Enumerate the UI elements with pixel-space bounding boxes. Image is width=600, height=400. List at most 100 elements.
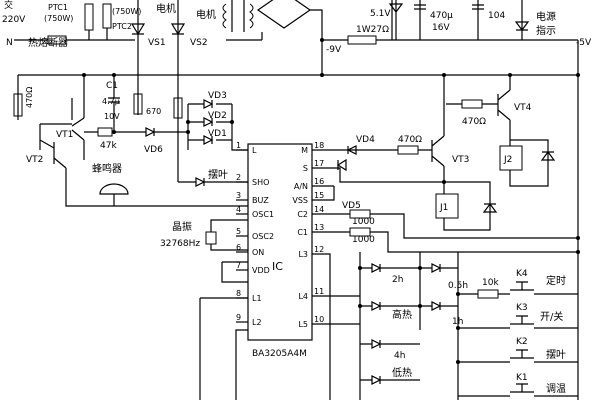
rectifier-out [310, 9, 323, 75]
on-vdd-wires [221, 261, 248, 283]
ic-pin-7-number: 7 [236, 261, 241, 270]
thermal-fuse [47, 35, 67, 45]
vd5-label: VD5 [342, 201, 361, 211]
crystal-freq: 32768Hz [160, 239, 200, 249]
k4-switch[interactable] [510, 281, 534, 291]
pin14-wire [312, 213, 578, 239]
vd6-label: VD6 [144, 145, 163, 155]
led-05h [420, 263, 458, 273]
vd-bus [187, 103, 232, 150]
vt4-transistor [497, 75, 511, 140]
power-led-label: 电源 [536, 10, 556, 23]
pin17-diode [336, 158, 347, 172]
pin17-wire [312, 167, 444, 183]
buzzer-symbol [99, 183, 129, 206]
j2-wires [509, 139, 549, 187]
buzzer-label: 蜂鸣器 [92, 162, 122, 175]
c1-value: 4.7μ [102, 97, 120, 106]
ptc1-label: PTC1 [48, 3, 68, 12]
j1-relay [435, 193, 459, 219]
r10k-resistor [477, 289, 499, 299]
pin13-wire [312, 231, 578, 253]
triac-gate-wires [137, 40, 179, 128]
vd2-diode [188, 117, 232, 127]
r470-left-label: 470Ω [25, 87, 34, 108]
k1-function: 调温 [546, 383, 566, 395]
l2-wire [235, 329, 248, 400]
k1-switch[interactable] [458, 383, 578, 397]
pin16-15-wires [312, 185, 335, 201]
ptc1-resistor [84, 3, 94, 31]
electrolytic-cap [414, 0, 426, 40]
k1-label: K1 [516, 373, 528, 383]
vt4-label: VT4 [514, 103, 532, 113]
ic-part-number: BA3205A4M [252, 349, 307, 359]
ic-pin-2-label: SHO [252, 178, 269, 187]
ic-pin-7-label: VDD [252, 266, 270, 275]
led-columns [359, 252, 421, 400]
ic-body [247, 143, 313, 341]
led-4h-label: 4h [394, 351, 405, 361]
vt1-label: VT1 [56, 130, 73, 140]
c1-label: C1 [106, 81, 118, 91]
crystal-symbol [205, 231, 217, 245]
r-1w27-resistor [347, 35, 377, 45]
j2-flyback-diode [540, 151, 556, 161]
r670-label: 670 [146, 107, 161, 116]
ic-pin-16-number: 16 [314, 177, 324, 186]
mains-prefix: 交 [4, 0, 13, 11]
crystal-label: 晶振 [172, 220, 192, 233]
vd2-label: VD2 [208, 111, 227, 121]
k4-label: K4 [516, 269, 528, 279]
led-1h [420, 301, 458, 311]
ic-pin-11-number: 11 [314, 287, 324, 296]
high-label: 高热 [392, 308, 412, 321]
ptc2-label: PTC2 [112, 22, 132, 31]
ic-pin-4-number: 4 [236, 205, 241, 214]
ic-pin-14-number: 14 [314, 205, 324, 214]
mains-voltage: 220V [2, 15, 26, 25]
k2-switch[interactable] [458, 349, 578, 363]
vd1-label: VD1 [208, 129, 227, 139]
motor2-label: 电机 [196, 8, 216, 21]
vs1-triac-symbol [130, 23, 146, 36]
motor1-label: 电机 [156, 2, 176, 15]
ic-pin-9-number: 9 [236, 313, 241, 322]
vt2-label: VT2 [26, 155, 43, 165]
r470b-resistor [461, 99, 483, 109]
ic-pin-2-number: 2 [236, 173, 241, 182]
ic-pin-9-label: L2 [252, 318, 262, 327]
transformer-secondary [249, 3, 254, 29]
ic-pin-1-label: L [252, 146, 257, 155]
transformer-lead [226, 32, 263, 41]
ic-pin-12-label: L3 [298, 250, 308, 259]
vd3-diode [203, 99, 214, 109]
neg5v-label: -5V [576, 38, 592, 48]
r470b-label: 470Ω [462, 117, 486, 127]
k3-switch[interactable] [458, 315, 578, 329]
ceramic-cap [472, 0, 484, 40]
bridge-rectifier [256, 0, 312, 29]
ic-pin-15-label: VSS [292, 196, 308, 205]
r1000a-label: 1000 [352, 217, 375, 227]
ic-pin-17-label: S [303, 164, 308, 173]
ic-pin-11-label: L4 [298, 292, 308, 301]
led-low [360, 375, 420, 385]
led-2h [360, 263, 420, 273]
neg9v-label: -9V [326, 45, 342, 55]
ic-pin-3-number: 3 [236, 191, 241, 200]
vd4-diode [312, 145, 432, 155]
ic-pin-5-number: 5 [236, 227, 241, 236]
crystal-wires [210, 219, 248, 251]
cap104-label: 104 [488, 11, 505, 21]
k4-function: 定时 [546, 274, 566, 287]
led-4h [360, 339, 420, 349]
k2-label: K2 [516, 337, 528, 347]
vd3-label: VD3 [208, 91, 227, 101]
swing-led [178, 177, 248, 187]
j1-label: J1 [439, 203, 448, 213]
ic-pin-16-label: A/N [294, 182, 308, 191]
ic-pin-1-number: 1 [236, 141, 241, 150]
